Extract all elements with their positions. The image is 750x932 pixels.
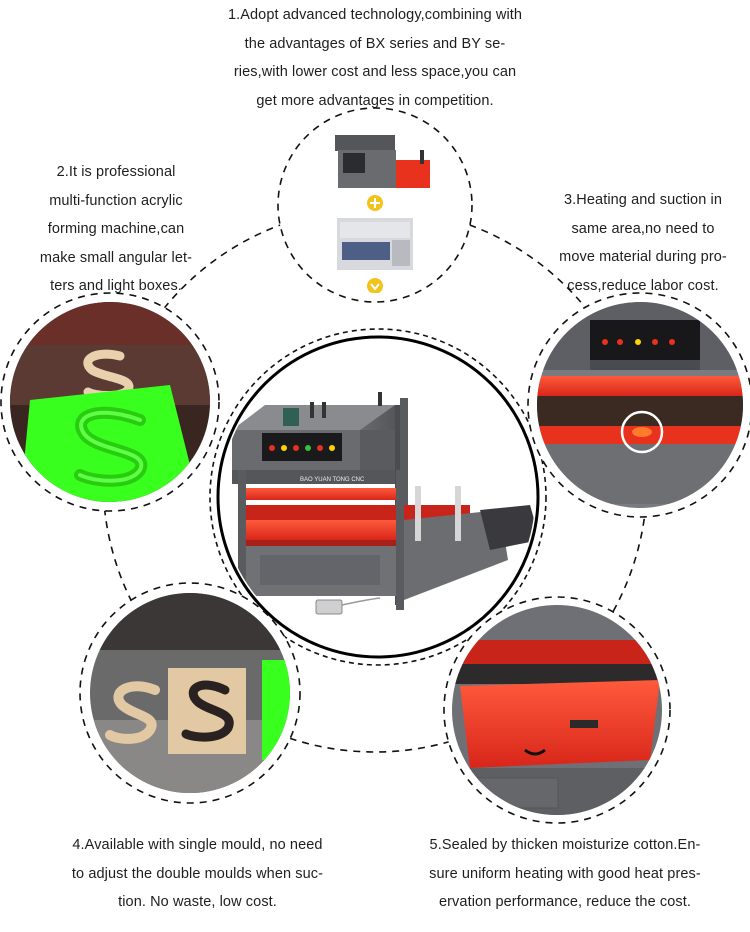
feature-2-text: 2.It is professional multi-function acry…: [39, 164, 193, 294]
feature-4-text: 4.Available with single mould, no need t…: [71, 837, 324, 910]
feature-1-text: 1.Adopt advanced technology,combining wi…: [227, 7, 523, 109]
feature-5-photo: [443, 596, 671, 824]
machine-brand-label: BAO YUAN TONG CNC: [300, 477, 365, 483]
feature-3-photo: [527, 292, 750, 518]
feature-2-photo: [0, 292, 220, 512]
feature-3-text: 3.Heating and suction in same area,no ne…: [559, 192, 727, 294]
center-machine-photo: BAO YUAN TONG CNC: [209, 328, 547, 666]
feature-1-photo: [277, 107, 473, 303]
feature-5-text: 5.Sealed by thicken moisturize cotton.En…: [429, 837, 701, 910]
chevron-down-icon: [367, 278, 383, 293]
